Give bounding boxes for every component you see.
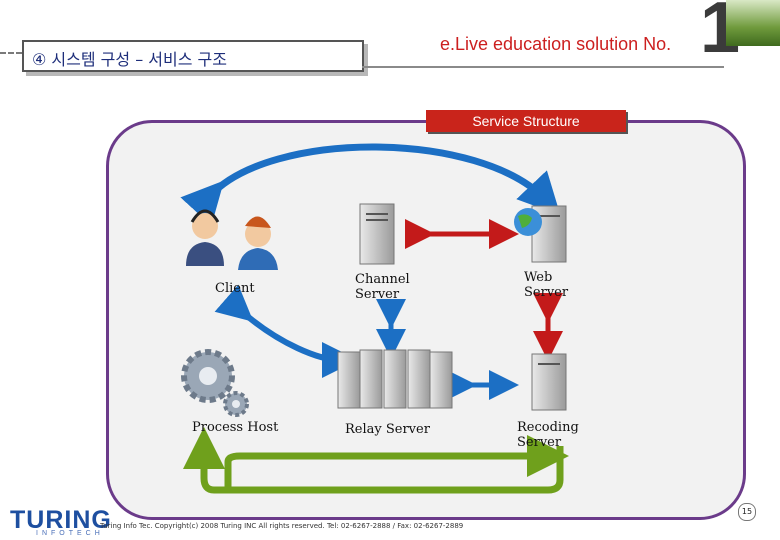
recoding-process-arrow bbox=[183, 427, 564, 494]
label-relay-server: Relay Server bbox=[345, 422, 430, 437]
process-recoding-arrow bbox=[224, 435, 569, 488]
field-photo bbox=[726, 0, 780, 46]
channel-server-icon bbox=[359, 203, 395, 265]
header-dash-line bbox=[0, 52, 30, 54]
page-number: 15 bbox=[738, 503, 756, 521]
label-recoding-server: Recoding Server bbox=[517, 420, 579, 450]
section-title-box: ④ 시스템 구성 – 서비스 구조 bbox=[22, 40, 364, 72]
turing-logo-sub: INFOTECH bbox=[36, 530, 104, 537]
client-web-arrow bbox=[180, 143, 561, 226]
turing-logo: TURING bbox=[10, 506, 112, 534]
slogan: e.Live education solution No. bbox=[440, 34, 672, 54]
footer-copyright: Turing Info Tec. Copyright(c) 2008 Turin… bbox=[100, 522, 464, 530]
recoding-server-icon bbox=[531, 353, 567, 411]
label-web-server: Web Server bbox=[524, 270, 569, 300]
relay-server-icon bbox=[337, 349, 453, 409]
label-channel-server: Channel Server bbox=[355, 272, 410, 302]
client-icon bbox=[186, 209, 278, 270]
gear-icon bbox=[181, 349, 249, 417]
section-title: ④ 시스템 구성 – 서비스 구조 bbox=[32, 50, 227, 69]
header-rule bbox=[362, 66, 724, 68]
client-relay-arrow bbox=[214, 284, 358, 378]
panel-label: Service Structure bbox=[426, 110, 626, 132]
label-client: Client bbox=[215, 281, 255, 296]
web-server-icon bbox=[514, 205, 567, 263]
label-process-host: Process Host bbox=[192, 420, 279, 435]
